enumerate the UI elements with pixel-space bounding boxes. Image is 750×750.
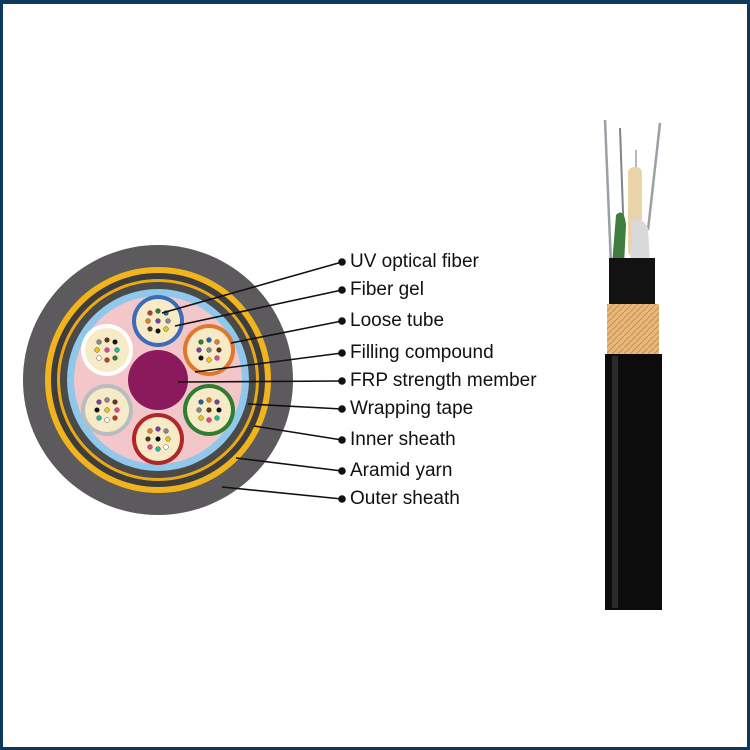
fiber-dot: [94, 407, 100, 413]
fiber-dot: [112, 355, 118, 361]
fiber-dot: [198, 415, 204, 421]
fiber-dot: [214, 339, 220, 345]
fiber-dot: [104, 337, 110, 343]
fiber-dot: [145, 318, 151, 324]
fiber-dot: [214, 399, 220, 405]
fiber-dot: [214, 415, 220, 421]
fiber-dot: [147, 310, 153, 316]
label-aramid-yarn: Aramid yarn: [350, 460, 453, 481]
fiber-dot: [96, 355, 102, 361]
label-fiber-gel: Fiber gel: [350, 279, 424, 300]
fiber-dot: [196, 347, 202, 353]
label-uv-optical-fiber: UV optical fiber: [350, 251, 479, 272]
fiber-dot: [112, 415, 118, 421]
label-wrapping-tape: Wrapping tape: [350, 398, 474, 419]
fiber-dot: [112, 399, 118, 405]
fiber-dot: [96, 415, 102, 421]
fiber-dot: [163, 326, 169, 332]
label-frp-strength-member: FRP strength member: [350, 370, 537, 391]
fiber-dot: [155, 328, 161, 334]
optical-fibers: [94, 308, 222, 452]
fiber-dot: [163, 444, 169, 450]
fiber-dot: [155, 426, 161, 432]
fiber-dot: [104, 417, 110, 423]
fiber-dot: [112, 339, 118, 345]
fiber-dot: [155, 436, 161, 442]
fiber-dot: [216, 347, 222, 353]
fiber-dot: [147, 326, 153, 332]
label-loose-tube: Loose tube: [350, 310, 445, 331]
fiber-dot: [198, 399, 204, 405]
fiber-dot: [214, 355, 220, 361]
fiber-dot: [155, 308, 161, 314]
fiber-dot: [104, 397, 110, 403]
fiber-dot: [155, 318, 161, 324]
fiber-dot: [165, 318, 171, 324]
fiber-dot: [147, 428, 153, 434]
fiber-dot: [206, 347, 212, 353]
fiber-dot: [206, 337, 212, 343]
fiber-dot: [206, 407, 212, 413]
fiber-dot: [94, 347, 100, 353]
fiber-dot: [206, 417, 212, 423]
fiber-dot: [96, 339, 102, 345]
fiber-dot: [96, 399, 102, 405]
fiber-dot: [206, 397, 212, 403]
fiber-dot: [198, 355, 204, 361]
fiber-dot: [163, 428, 169, 434]
fiber-dot: [196, 407, 202, 413]
fiber-dot: [114, 347, 120, 353]
fiber-dot: [114, 407, 120, 413]
fiber-dot: [206, 357, 212, 363]
label-inner-sheath: Inner sheath: [350, 429, 456, 450]
fiber-dot: [104, 357, 110, 363]
label-outer-sheath: Outer sheath: [350, 488, 460, 509]
fiber-dot: [147, 444, 153, 450]
fiber-dot: [104, 347, 110, 353]
fiber-dot: [165, 436, 171, 442]
fiber-dot: [104, 407, 110, 413]
fiber-dot: [216, 407, 222, 413]
cable-side-view: [603, 119, 662, 610]
frp-strength-member: [128, 350, 188, 410]
fiber-dot: [145, 436, 151, 442]
fiber-dot: [155, 446, 161, 452]
fiber-dot: [198, 339, 204, 345]
label-filling-compound: Filling compound: [350, 342, 494, 363]
